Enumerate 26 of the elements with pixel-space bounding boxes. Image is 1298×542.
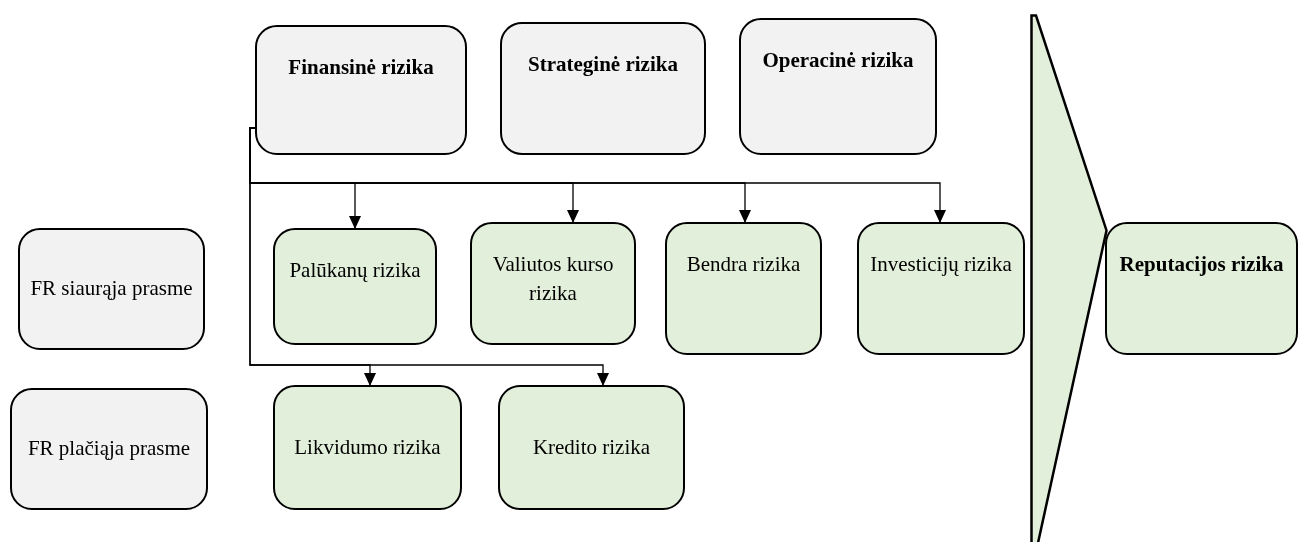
rounded-box (273, 385, 462, 510)
rounded-box (739, 18, 937, 155)
box-label: Finansinė rizika (288, 54, 434, 81)
box-label: Valiutos kurso rizika (491, 251, 615, 308)
box-label: Reputacijos rizika (1119, 251, 1284, 278)
rounded-box (1105, 222, 1298, 355)
rounded-box (500, 22, 706, 155)
box-label: Strateginė rizika (528, 51, 678, 78)
chevron-arrow-shape (1030, 14, 1108, 542)
rounded-box (10, 388, 208, 510)
rounded-box (857, 222, 1025, 355)
box-label: Bendra rizika (686, 251, 801, 278)
box-label: Kredito rizika (532, 433, 651, 461)
rounded-box (470, 222, 636, 345)
box-label: FR plačiąja prasme (27, 435, 191, 463)
box-label: Operacinė rizika (762, 47, 914, 74)
rounded-box (273, 228, 437, 345)
box-label: Investicijų rizika (870, 251, 1012, 278)
rounded-box (665, 222, 822, 355)
rounded-box (498, 385, 685, 510)
box-label: Palūkanų rizika (289, 257, 421, 284)
arrow (249, 127, 609, 386)
box-label: FR siaurąja prasme (30, 275, 193, 303)
rounded-box (18, 228, 205, 350)
box-label: Likvidumo rizika (294, 433, 441, 461)
rounded-box (255, 25, 467, 155)
